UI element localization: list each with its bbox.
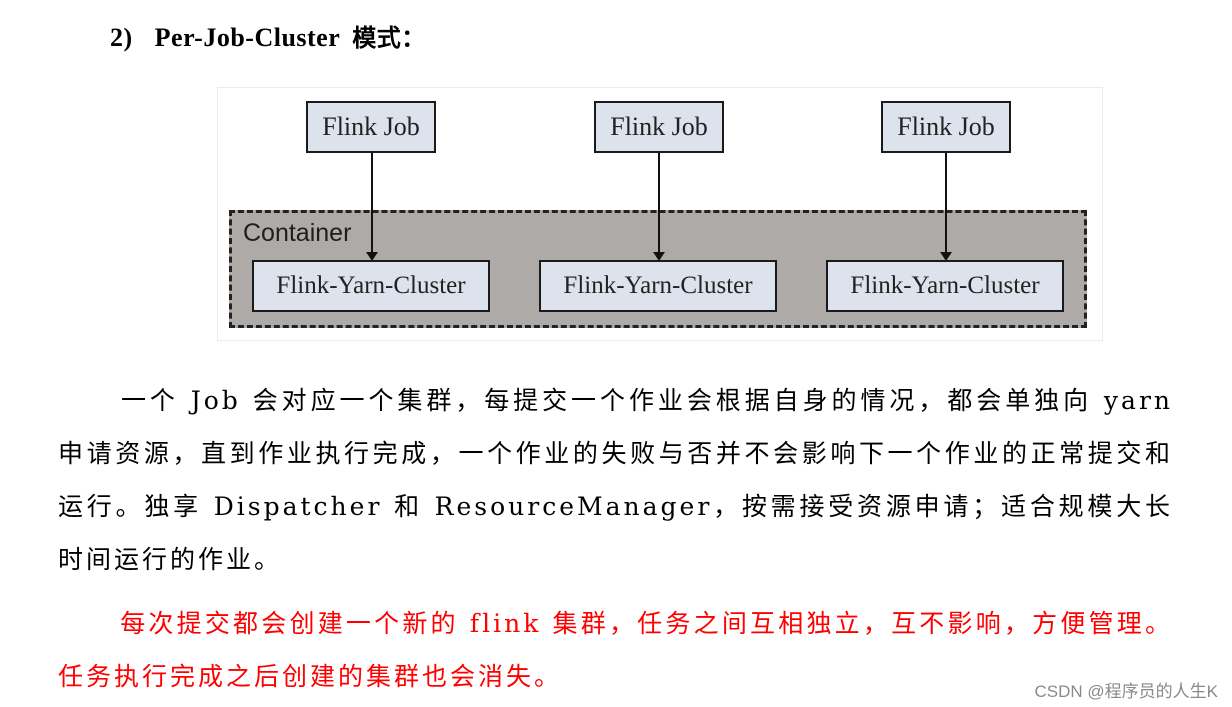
description-text: 一个 Job 会对应一个集群，每提交一个作业会根据自身的情况，都会单独向 yar…	[58, 386, 1173, 574]
flink-yarn-cluster-node-2: Flink-Yarn-Cluster	[539, 260, 777, 312]
csdn-watermark: CSDN @程序员的人生K	[1034, 682, 1219, 701]
flink-job-node-3: Flink Job	[881, 101, 1011, 153]
arrow-down-icon	[653, 153, 665, 261]
flink-job-node-2: Flink Job	[594, 101, 724, 153]
container-label: Container	[243, 219, 352, 247]
section-heading: 2) Per-Job-Cluster 模式：	[110, 18, 426, 53]
flink-job-node-1: Flink Job	[306, 101, 436, 153]
description-paragraph: 一个 Job 会对应一个集群，每提交一个作业会根据自身的情况，都会单独向 yar…	[58, 374, 1173, 586]
section-title: Per-Job-Cluster	[154, 23, 341, 52]
per-job-cluster-diagram: Container Flink Job Flink Job Flink Job …	[217, 87, 1103, 341]
section-title-zh: 模式：	[352, 24, 426, 52]
arrow-down-icon	[366, 153, 378, 261]
flink-yarn-cluster-node-3: Flink-Yarn-Cluster	[826, 260, 1064, 312]
flink-yarn-cluster-node-1: Flink-Yarn-Cluster	[252, 260, 490, 312]
arrow-down-icon	[940, 153, 952, 261]
highlight-text: 每次提交都会创建一个新的 flink 集群，任务之间互相独立，互不影响，方便管理…	[58, 609, 1173, 691]
highlight-paragraph: 每次提交都会创建一个新的 flink 集群，任务之间互相独立，互不影响，方便管理…	[58, 597, 1173, 703]
section-number: 2)	[110, 23, 133, 52]
